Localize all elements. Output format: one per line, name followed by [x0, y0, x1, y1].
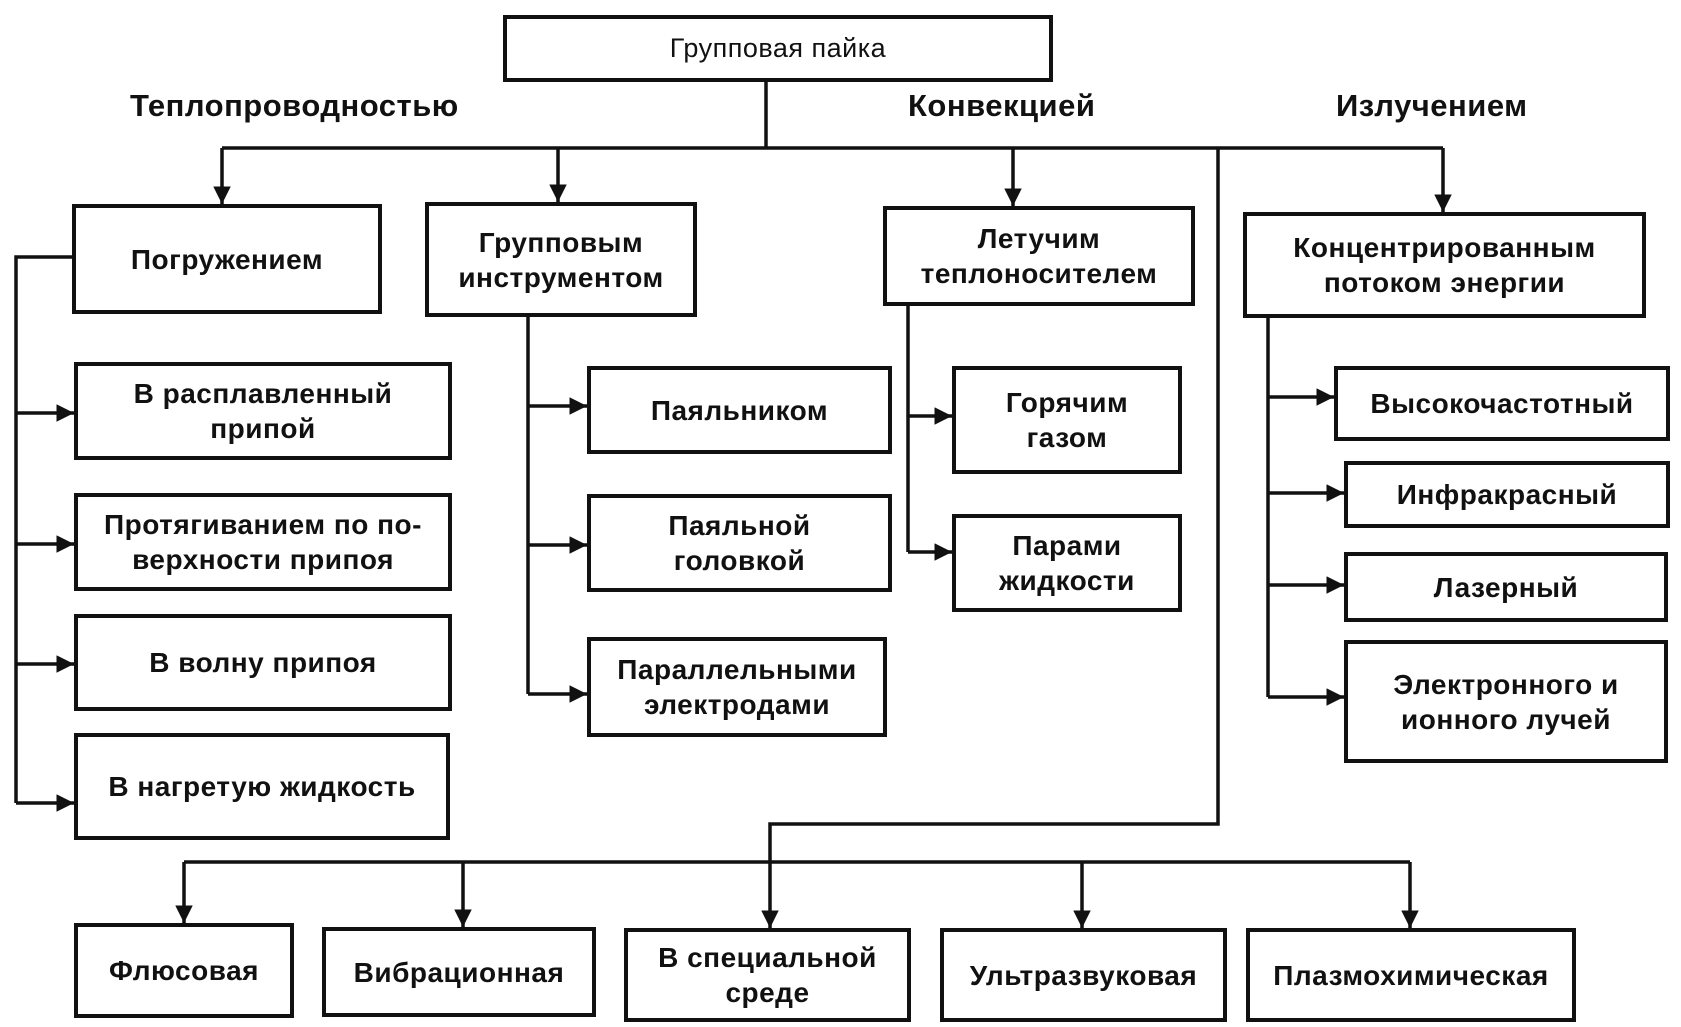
- volatile-carrier-box: Летучим теплоносителем: [883, 206, 1195, 306]
- bottom-item-plasma: Плазмохимическая: [1246, 928, 1576, 1022]
- group-tool-box: Групповым инструментом: [425, 202, 697, 317]
- convection-item-hot-gas: Горячим газом: [952, 366, 1182, 474]
- branch-label-radiation: Излучением: [1336, 88, 1528, 123]
- bottom-item-ultrasonic: Ультразвуковая: [940, 928, 1227, 1022]
- convection-item-vapor: Парами жидкости: [952, 514, 1182, 612]
- immersion-item-heated-liquid: В нагретую жидкость: [74, 733, 450, 840]
- radiation-item-high-frequency: Высокочастотный: [1334, 366, 1670, 441]
- radiation-item-infrared: Инфракрасный: [1344, 461, 1670, 528]
- tool-item-soldering-head: Паяльной головкой: [587, 494, 892, 592]
- radiation-item-laser: Лазерный: [1344, 552, 1668, 622]
- immersion-item-drag-solder: Протягиванием по по- верхности припоя: [74, 493, 452, 591]
- immersion-spine-line: [14, 255, 72, 803]
- concentrated-energy-box: Концентрированным потоком энергии: [1243, 212, 1646, 318]
- bottom-item-special-medium: В специальной среде: [624, 928, 911, 1022]
- tool-item-parallel-electrodes: Параллельными электродами: [587, 637, 887, 737]
- bottom-feed-line: [768, 148, 1220, 862]
- immersion-box: Погружением: [72, 204, 382, 314]
- branch-label-convection: Конвекцией: [908, 88, 1096, 123]
- immersion-item-wave-solder: В волну припоя: [74, 614, 452, 711]
- radiation-item-beam: Электронного и ионного лучей: [1344, 640, 1668, 763]
- root-box: Групповая пайка: [503, 15, 1053, 82]
- bottom-item-flux: Флюсовая: [74, 923, 294, 1018]
- bottom-item-vibration: Вибрационная: [322, 927, 596, 1017]
- tool-item-soldering-iron: Паяльником: [587, 366, 892, 454]
- branch-label-conduction: Теплопроводностью: [130, 88, 459, 123]
- immersion-item-molten-solder: В расплавленный припой: [74, 362, 452, 460]
